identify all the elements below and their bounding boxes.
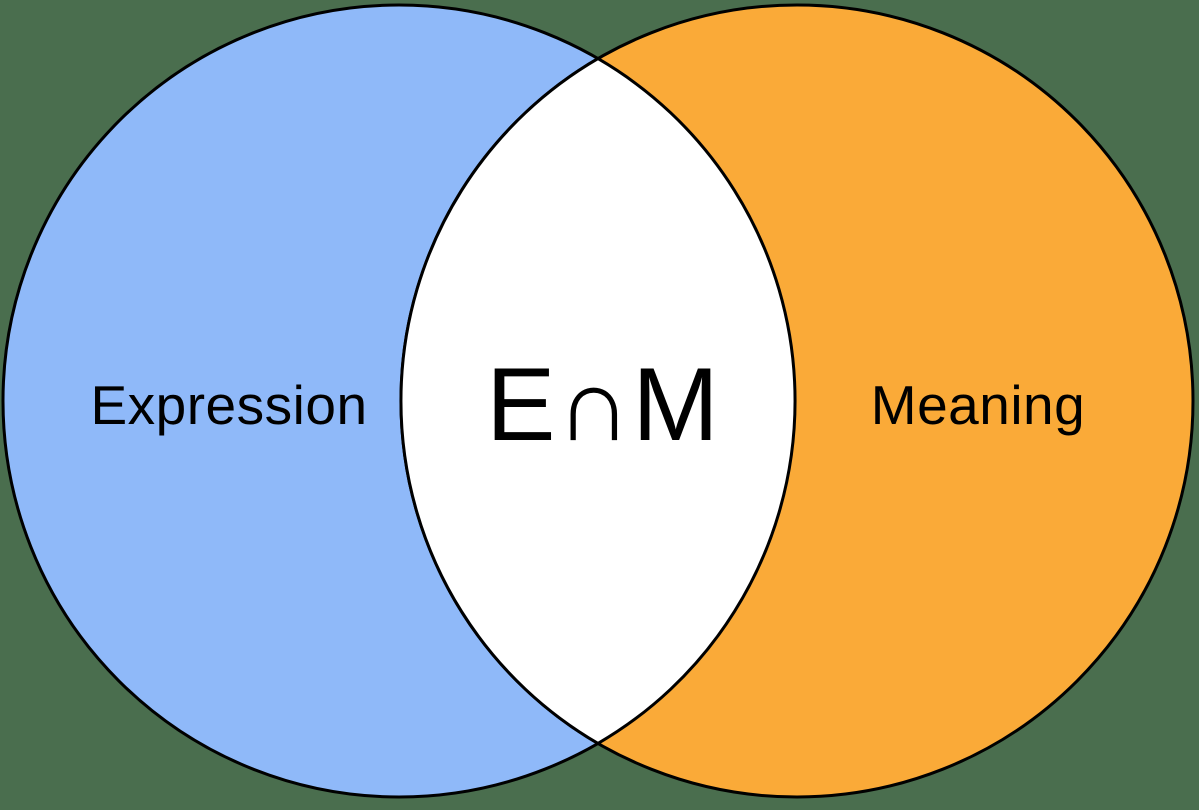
meaning-label: Meaning — [871, 374, 1085, 436]
expression-label: Expression — [90, 374, 367, 436]
intersection-lens — [399, 56, 797, 746]
intersection-label: E∩M — [486, 347, 720, 463]
